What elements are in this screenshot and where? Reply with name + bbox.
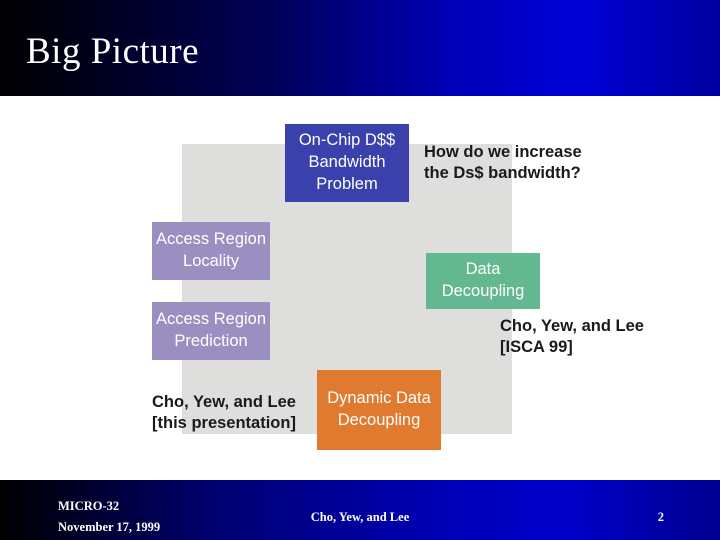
footer-date: November 17, 1999 [58, 520, 161, 535]
page-title: Big Picture [26, 31, 200, 72]
label-citation-this-presentation: Cho, Yew, and Lee [this presentation] [152, 393, 296, 433]
header-band [0, 0, 720, 96]
box-on-chip-dss-bandwidth-problem: On-Chip D$$ Bandwidth Problem [285, 124, 409, 202]
footer-conference-info: MICRO-32 November 17, 1999 [58, 496, 160, 539]
label-bandwidth-question: How do we increase the Ds$ bandwidth? [424, 143, 582, 183]
slide-body: On-Chip D$$ Bandwidth Problem Access Reg… [0, 96, 720, 480]
footer-conference: MICRO-32 [58, 499, 120, 513]
box-locality-label: Access Region Locality [155, 230, 267, 270]
box-dynamic-data-decoupling: Dynamic Data Decoupling [317, 370, 441, 450]
box-data-decoupling: Data Decoupling [426, 253, 540, 309]
box-prediction-label: Access Region Prediction [155, 310, 267, 350]
box-dynamic-label: Dynamic Data Decoupling [327, 389, 431, 429]
box-access-region-locality: Access Region Locality [152, 222, 270, 280]
label-citation-isca99: Cho, Yew, and Lee [ISCA 99] [500, 317, 644, 357]
footer-band [0, 480, 720, 540]
box-data-decoupling-label: Data Decoupling [441, 260, 525, 300]
box-on-chip-label: On-Chip D$$ Bandwidth Problem [298, 131, 396, 193]
box-access-region-prediction: Access Region Prediction [152, 302, 270, 360]
footer-authors: Cho, Yew, and Lee [310, 510, 410, 524]
footer-page-number: 2 [657, 510, 664, 524]
